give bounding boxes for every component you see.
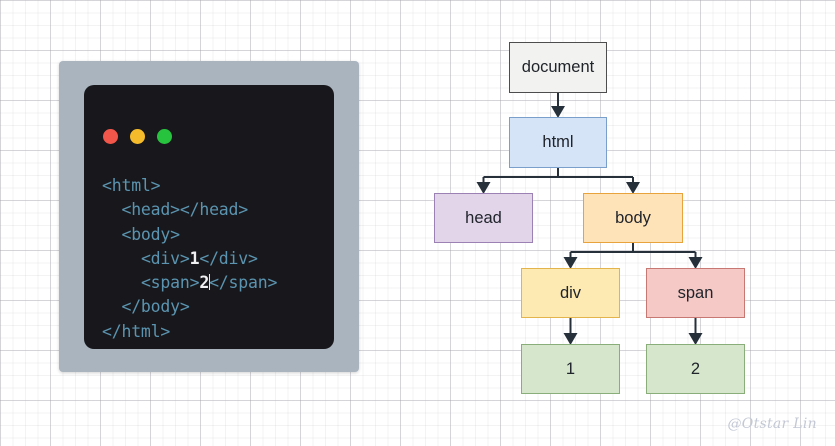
code-token-tag: <span> [140,273,200,293]
text-caret [208,274,210,291]
tree-node-label: head [465,208,502,227]
code-line: <div>1</div> [102,247,328,271]
code-line: <head></head> [102,198,328,222]
window-traffic-lights [103,129,172,144]
code-token-tag: </span> [209,273,278,293]
tree-node-div[interactable]: div [521,268,620,318]
tree-node-num1[interactable]: 1 [521,344,620,394]
tree-node-head[interactable]: head [434,193,533,243]
tree-node-label: 1 [565,359,576,378]
code-token-text: 2 [199,273,210,293]
code-content[interactable]: <html> <head></head> <body> <div>1</div>… [102,174,328,344]
code-line: <body> [102,223,328,247]
code-token-tag: </html> [102,321,171,341]
tree-node-label: 2 [690,359,701,378]
code-token-text: 1 [189,248,200,268]
close-icon[interactable] [103,129,118,144]
tree-node-label: body [615,208,651,227]
code-line: </html> [102,320,328,344]
tree-node-label: span [677,283,714,302]
code-token-tag: <head></head> [121,200,249,220]
code-token-tag: </body> [121,297,190,317]
tree-node-html[interactable]: html [509,117,607,168]
tree-node-label: div [559,283,582,302]
tree-node-body[interactable]: body [583,193,683,243]
code-token-tag: <html> [102,176,161,195]
maximize-icon[interactable] [157,129,172,144]
tree-node-label: document [521,58,595,76]
tree-node-num2[interactable]: 2 [646,344,745,394]
minimize-icon[interactable] [130,129,145,144]
code-line: </body> [102,295,328,319]
code-editor-window: <html> <head></head> <body> <div>1</div>… [59,61,359,372]
code-line: <span>2</span> [102,271,328,295]
tree-node-span[interactable]: span [646,268,745,318]
code-token-tag: <div> [140,248,190,268]
code-line: <html> [102,174,328,198]
code-editor-screen: <html> <head></head> <body> <div>1</div>… [84,85,334,349]
tree-node-label: html [542,133,574,151]
code-token-tag: <body> [121,224,180,244]
tree-node-document[interactable]: document [509,42,607,93]
watermark: @Otstar Lin [727,416,817,432]
code-token-tag: </div> [199,248,258,268]
